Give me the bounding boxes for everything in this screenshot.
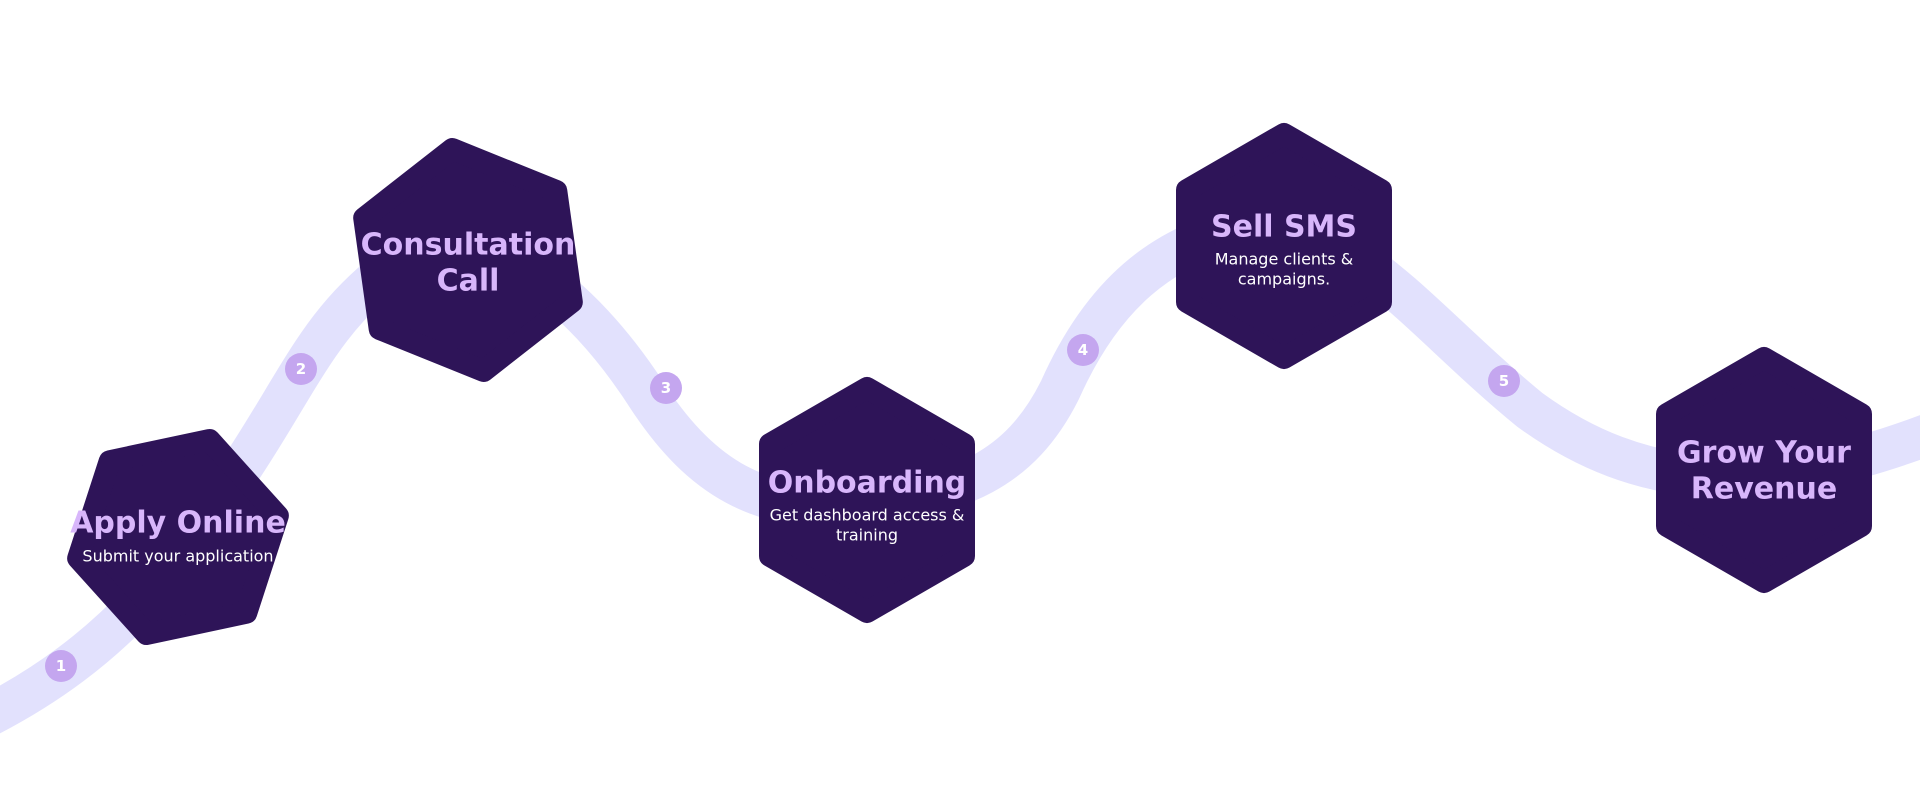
step-subtitle: campaigns. [1238,270,1330,289]
step-hexagon-body [67,429,289,645]
step-hexagon-body [1176,123,1392,369]
step-node: Sell SMS Manage clients &campaigns. [1176,123,1392,369]
step-number: 2 [296,360,306,378]
step-number-circle [1067,334,1099,366]
step-subtitle: Submit your application [82,547,273,566]
step-number: 5 [1499,372,1509,390]
step-title: Sell SMS [1211,210,1357,245]
step-title: Call [437,264,500,299]
step-title: Grow Your [1677,436,1851,471]
step-subtitle: Get dashboard access & [770,506,965,525]
step-number-circle [650,372,682,404]
step-title: Revenue [1691,472,1837,507]
step-hexagon-body [759,377,975,623]
step-number: 1 [56,657,66,675]
step-subtitle: training [836,526,898,545]
step-number-circle [285,353,317,385]
step-number-badge: 5 [1488,365,1520,397]
step-hexagon-body [353,138,583,382]
step-subtitle: Manage clients & [1215,250,1353,269]
step-number: 3 [661,379,671,397]
step-number-circle [1488,365,1520,397]
step-number-badge: 3 [650,372,682,404]
step-number: 4 [1078,341,1088,359]
step-title: Consultation [361,228,576,263]
step-title: Apply Online [70,506,286,541]
step-number-circle [45,650,77,682]
step-number-badge: 1 [45,650,77,682]
step-title: Onboarding [768,466,967,501]
step-hexagon-body [1656,347,1872,593]
step-number-badge: 2 [285,353,317,385]
step-number-badge: 4 [1067,334,1099,366]
